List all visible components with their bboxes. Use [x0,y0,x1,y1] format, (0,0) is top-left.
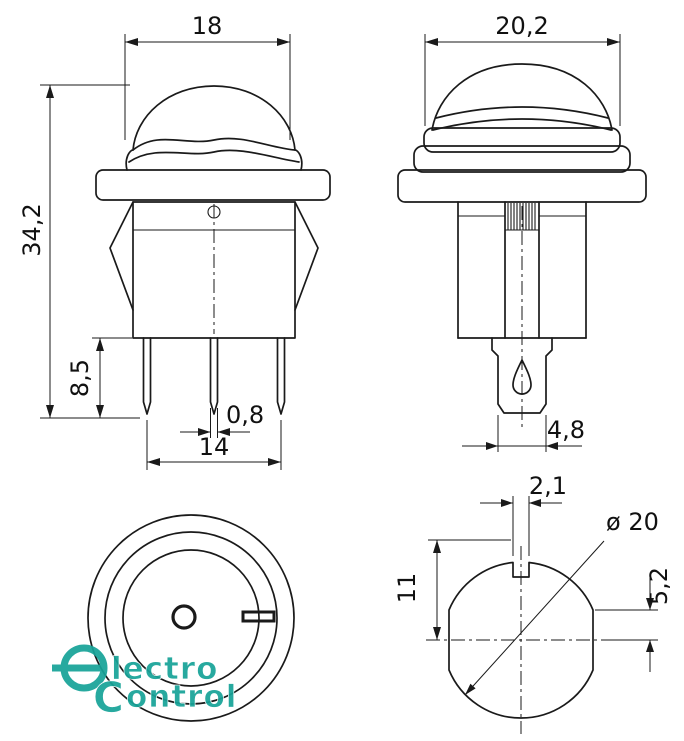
dim-front-width: 18 [124,12,291,140]
dim-label-18: 18 [192,12,223,40]
side-collar-lower [413,145,631,173]
dim-label-0-8: 0,8 [226,401,264,429]
dim-label-4-8: 4,8 [547,416,585,444]
dim-cutout-offset: 11 [393,539,511,640]
front-body [132,201,296,339]
dim-terminal-pitch: 14 [146,420,282,470]
dim-label-11: 11 [393,573,421,604]
dim-label-8-5: 8,5 [66,359,94,397]
thread-hatch [507,203,536,230]
side-view: 20,2 4,8 [397,12,647,452]
rocker-actuator [125,85,303,171]
dim-label-d20: ø 20 [606,508,659,536]
dim-label-14: 14 [199,433,230,461]
front-view: 18 34,2 8,5 0,8 [18,12,331,470]
dim-cutout-diameter: ø 20 [464,508,659,696]
on-symbol [241,610,276,623]
dim-terminal-thickness: 0,8 [180,401,264,438]
side-collar-upper [423,127,621,153]
brand-text-line2: ontrol [126,679,237,715]
front-flange [95,169,331,201]
dim-terminal-length: 8,5 [66,337,132,418]
top-view-outer-ring [87,514,295,722]
dim-side-width: 20,2 [424,12,621,126]
front-clip-right [294,201,319,311]
side-body [457,201,587,428]
brand-watermark: lectro C ontrol [52,644,237,722]
dim-label-5-2: 5,2 [645,567,673,605]
front-clip-left [109,201,134,311]
top-view-flange-ring [104,531,278,705]
side-rocker [431,63,613,131]
brand-initial-c: C [93,673,125,722]
dim-label-20-2: 20,2 [495,12,548,40]
cutout-view: ø 20 2,1 11 5,2 [393,472,673,734]
top-view-rocker-circle [122,549,260,687]
dim-tab-width: 4,8 [462,415,585,452]
dim-total-height: 34,2 [18,84,140,419]
dim-notch-width: 2,1 [480,472,567,556]
side-terminal-tab [491,337,553,414]
dim-label-2-1: 2,1 [529,472,567,500]
dim-label-34-2: 34,2 [18,203,46,256]
side-flange [397,169,647,203]
top-view [87,514,295,722]
front-terminals [142,337,286,415]
dim-flat-height: 5,2 [595,567,673,672]
cutout-shape [448,561,594,719]
brand-text-line1: lectro [111,651,218,687]
off-symbol [171,604,197,630]
